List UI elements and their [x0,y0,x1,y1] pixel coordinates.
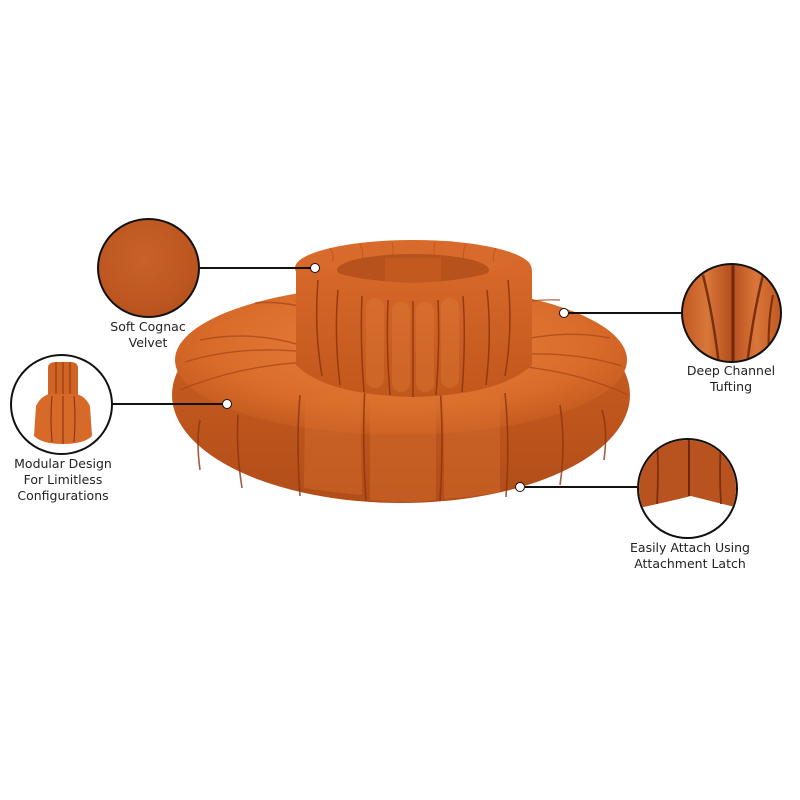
modular-label-line2: For Limitless [23,472,103,487]
latch-closeup [639,440,736,508]
velvet-hotspot[interactable] [310,263,320,273]
velvet-leader-line [200,267,312,269]
velvet-label-line1: Soft Cognac [110,319,186,334]
tufting-hotspot[interactable] [559,308,569,318]
channel-tufting-icon [681,263,782,363]
latch-label-line1: Easily Attach Using [630,540,750,555]
modular-label: Modular Design For Limitless Configurati… [0,456,143,504]
modular-hotspot[interactable] [222,399,232,409]
velvet-label-line2: Velvet [128,335,168,350]
latch-label: Easily Attach Using Attachment Latch [610,540,770,572]
attachment-latch-icon [637,438,738,539]
modular-seat-icon [10,354,113,455]
tufting-label: Deep Channel Tufting [651,363,800,395]
modular-leader-line [112,403,224,405]
velvet-swatch-icon [97,218,200,318]
modular-label-line1: Modular Design [14,456,112,471]
tufting-label-line1: Deep Channel [686,363,776,378]
modular-label-line3: Configurations [17,488,109,503]
tufting-leader-line [569,312,681,314]
velvet-label: Soft Cognac Velvet [68,319,228,351]
latch-hotspot[interactable] [515,482,525,492]
latch-leader-line [525,486,637,488]
latch-label-line2: Attachment Latch [634,556,746,571]
modular-seat-illustration [34,362,92,444]
tufting-closeup [701,265,774,361]
tufting-label-line2: Tufting [709,379,753,394]
